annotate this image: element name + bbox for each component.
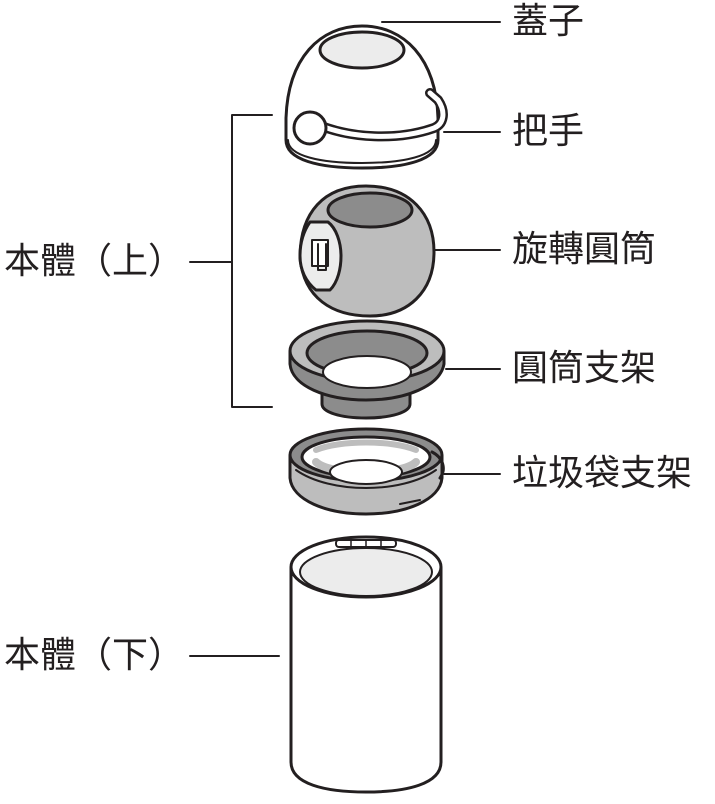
label-rotating-cylinder: 旋轉圓筒 <box>512 229 657 270</box>
rotating-cylinder-part <box>298 184 436 318</box>
leader-lines <box>381 21 501 475</box>
body-upper-bracket <box>189 114 273 408</box>
label-cylinder-holder: 圓筒支架 <box>512 348 657 389</box>
bag-holder-part <box>288 427 445 516</box>
handle-part <box>292 88 448 146</box>
label-handle: 把手 <box>512 111 585 152</box>
label-bag-holder: 垃圾袋支架 <box>512 453 693 494</box>
lid-part <box>284 24 440 170</box>
label-lid: 蓋子 <box>512 1 585 42</box>
body-lower-part <box>289 535 443 794</box>
label-body-upper: 本體（上） <box>4 241 185 282</box>
label-body-lower: 本體（下） <box>4 635 185 676</box>
cylinder-holder-part <box>288 319 446 420</box>
